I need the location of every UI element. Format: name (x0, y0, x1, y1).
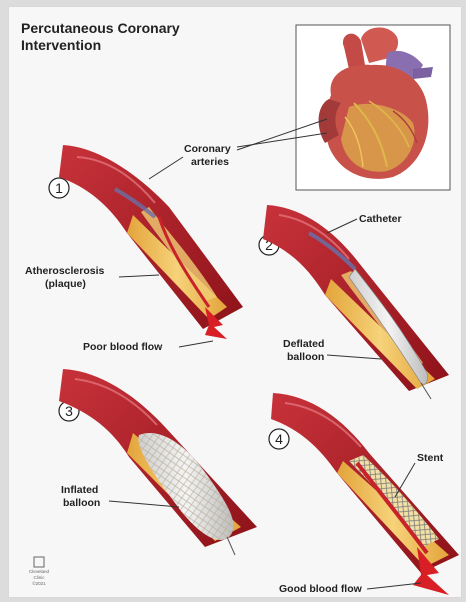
illustration-page: Percutaneous Coronary Intervention Coron… (8, 6, 462, 598)
pci-diagram: Percutaneous Coronary Intervention Coron… (9, 7, 461, 597)
inflated-balloon-label-line1: Inflated (61, 484, 98, 496)
atherosclerosis-label-line2: (plaque) (45, 278, 86, 290)
logo-line-2: Clinic (33, 575, 45, 580)
step-2-panel: 2 (259, 205, 449, 399)
diagram-title-line1: Percutaneous Coronary (21, 20, 180, 36)
step-4-plaque (337, 461, 449, 567)
deflated-balloon-label-line2: balloon (287, 351, 324, 363)
poor-blood-flow-leader (179, 341, 213, 347)
atherosclerosis-label-line1: Atherosclerosis (25, 265, 105, 277)
logo-line-3: ©2021 (32, 580, 46, 586)
deflated-balloon-leader (327, 355, 381, 359)
step-4-panel: 4 (269, 393, 459, 595)
catheter-label: Catheter (359, 213, 402, 225)
poor-blood-flow-label: Poor blood flow (83, 341, 163, 353)
deflated-balloon-label-line1: Deflated (283, 338, 324, 350)
step-1-number: 1 (55, 180, 63, 196)
inflated-balloon-label-line2: balloon (63, 497, 100, 509)
coronary-arteries-label-line2: arteries (191, 156, 229, 168)
logo-line-1: Cleveland (29, 569, 50, 574)
coronary-arteries-label-line1: Coronary (184, 143, 231, 155)
step-1-panel: 1 (49, 145, 243, 339)
atherosclerosis-leader (119, 275, 159, 277)
stent-leader (395, 463, 415, 497)
good-blood-flow-leader (367, 583, 421, 589)
cleveland-clinic-logo: Cleveland Clinic ©2021 (29, 557, 50, 586)
step-1-badge: 1 (49, 178, 69, 198)
heart-inset (296, 25, 450, 190)
step-4-badge: 4 (269, 429, 289, 449)
step-4-number: 4 (275, 431, 283, 447)
stent-label: Stent (417, 452, 444, 464)
step-3-panel: 3 (59, 369, 257, 555)
diagram-title-line2: Intervention (21, 37, 101, 53)
catheter-leader (327, 219, 357, 233)
good-blood-flow-label: Good blood flow (279, 583, 363, 595)
coronary-leader-to-vessel (149, 157, 183, 179)
